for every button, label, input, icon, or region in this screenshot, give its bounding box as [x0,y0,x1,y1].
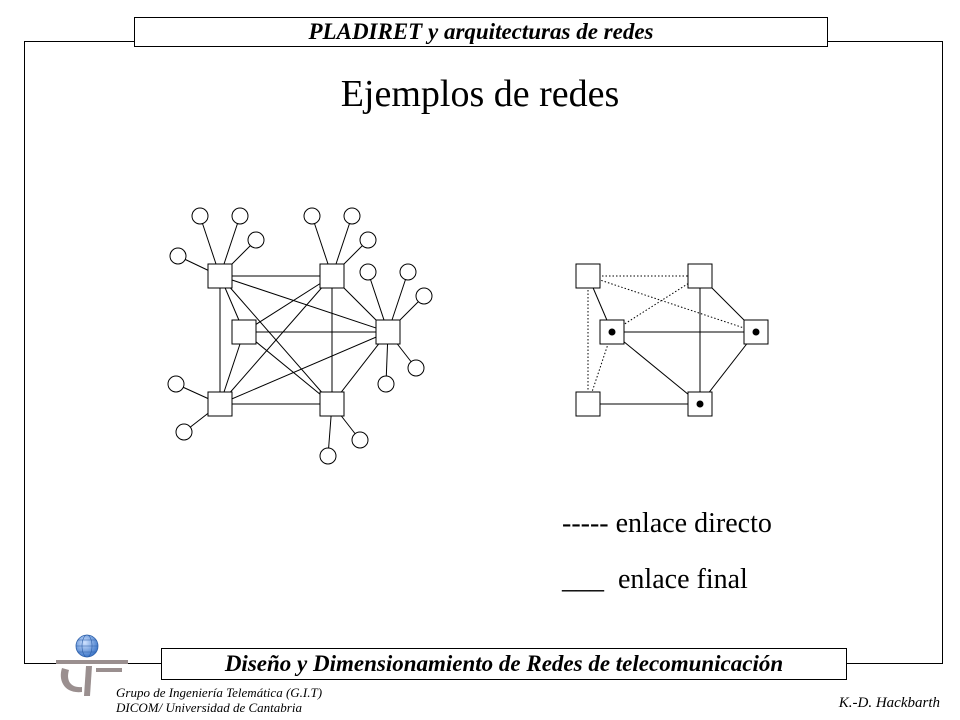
slide-title: Ejemplos de redes [340,73,620,115]
footer-course-title: Diseño y Dimensionamiento de Redes de te… [161,648,847,680]
author-name: K.-D. Hackbarth [838,695,940,711]
legend-direct-link: ----- enlace directo [562,508,772,539]
network-right-node-dots [608,328,760,408]
legend-final-link: ___ enlace final [562,564,748,595]
network-right-nodes [575,263,769,417]
network-left-terminals [167,207,433,465]
git-logo-icon [56,634,128,696]
org-line-1: Grupo de Ingeniería Telemática (G.I.T) [116,685,323,700]
network-left-switches [207,263,401,417]
org-line-2: DICOM/ Universidad de Cantabria [116,700,302,715]
header-title: PLADIRET y arquitecturas de redes [134,17,828,47]
